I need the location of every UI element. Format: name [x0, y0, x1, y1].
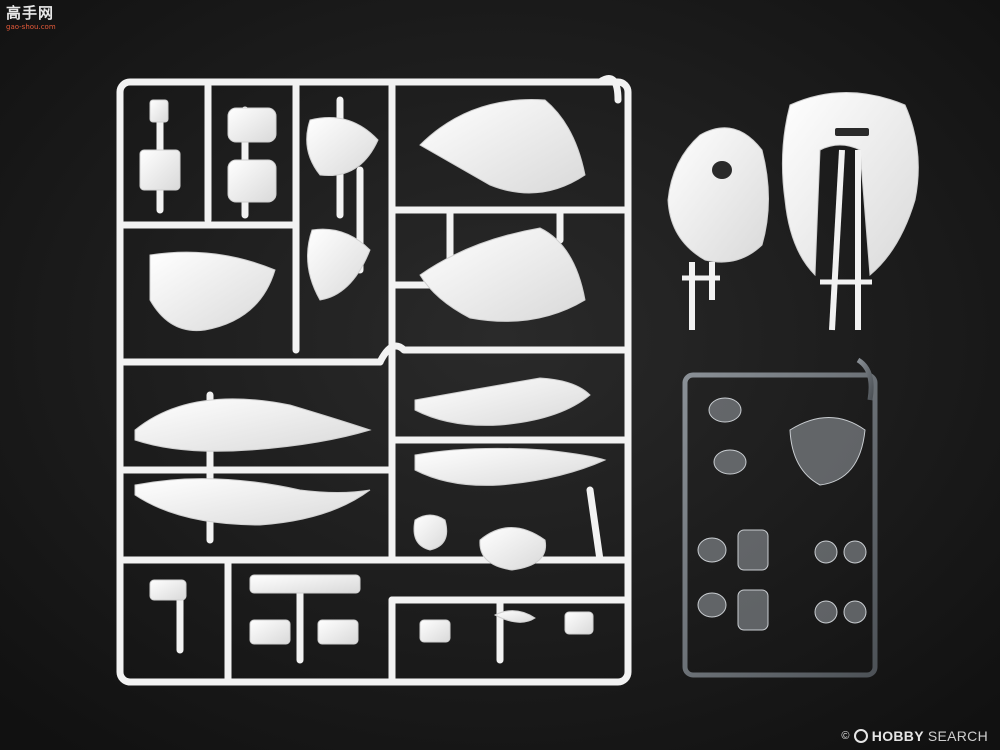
hobbysearch-logo-icon: [853, 729, 868, 743]
upper-cowl-part: [781, 92, 919, 331]
copyright-mark: ©: [841, 730, 850, 742]
fuel-tank-part: [667, 127, 769, 330]
site-watermark: 高手网 gao-shou.com: [6, 4, 76, 32]
site-name: 高手网: [6, 4, 55, 22]
site-url: gao-shou.com: [6, 23, 56, 31]
brand-word-2: SEARCH: [927, 728, 988, 744]
white-parts: [134, 99, 607, 645]
clear-sprue-frame: [682, 357, 878, 678]
brand-word-1: HOBBY: [871, 728, 924, 744]
white-sprue-frame: [116, 75, 632, 686]
hobbysearch-watermark: © HOBBY SEARCH: [841, 728, 988, 744]
clear-parts: [697, 397, 867, 631]
